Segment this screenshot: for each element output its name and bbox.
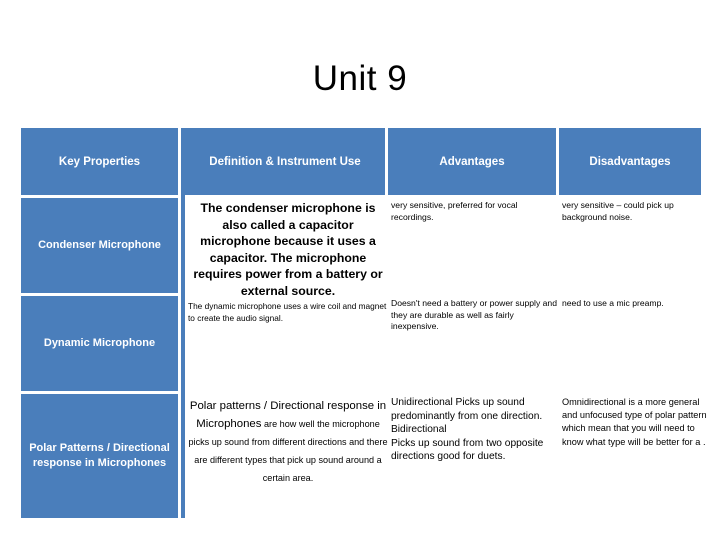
column-divider [181,128,185,518]
table-header-row: Key Properties Definition & Instrument U… [21,128,701,195]
row-advantages-dynamic: Doesn't need a battery or power supply a… [391,298,557,331]
row-definition-dynamic: The dynamic microphone uses a wire coil … [188,301,387,323]
table-row: Dynamic Microphone The dynamic microphon… [21,296,701,391]
definition-lead-text: Polar patterns / Directional response in… [189,400,387,430]
row-definition-polar-patterns: Polar patterns / Directional response in… [188,394,388,486]
row-advantages-polar-patterns: Unidirectional Picks up sound predominan… [391,397,544,462]
column-header-disadvantages: Disadvantages [559,128,701,195]
table-row: Condenser Microphone The condenser micro… [21,198,701,298]
row-disadvantages-polar-patterns: Omnidirectional is a more general and un… [562,397,707,447]
definition-tail-text: are how well the microphone picks up sou… [188,419,388,483]
column-header-definition: Definition & Instrument Use [185,128,385,195]
table-row: Polar Patterns / Directional response in… [21,394,707,518]
row-key-property-condenser: Condenser Microphone [21,198,178,293]
row-key-property-dynamic: Dynamic Microphone [21,296,178,391]
column-header-key-properties: Key Properties [21,128,178,195]
page-title: Unit 9 [312,59,408,98]
row-disadvantages-dynamic: need to use a mic preamp. [562,298,664,308]
row-disadvantages-condenser: very sensitive – could pick up backgroun… [562,200,674,222]
row-key-property-polar-patterns: Polar Patterns / Directional response in… [21,394,178,518]
row-advantages-condenser: very sensitive, preferred for vocal reco… [391,200,518,222]
column-header-advantages: Advantages [388,128,556,195]
comparison-table: Key Properties Definition & Instrument U… [21,128,707,518]
row-definition-condenser: The condenser microphone is also called … [193,201,383,298]
